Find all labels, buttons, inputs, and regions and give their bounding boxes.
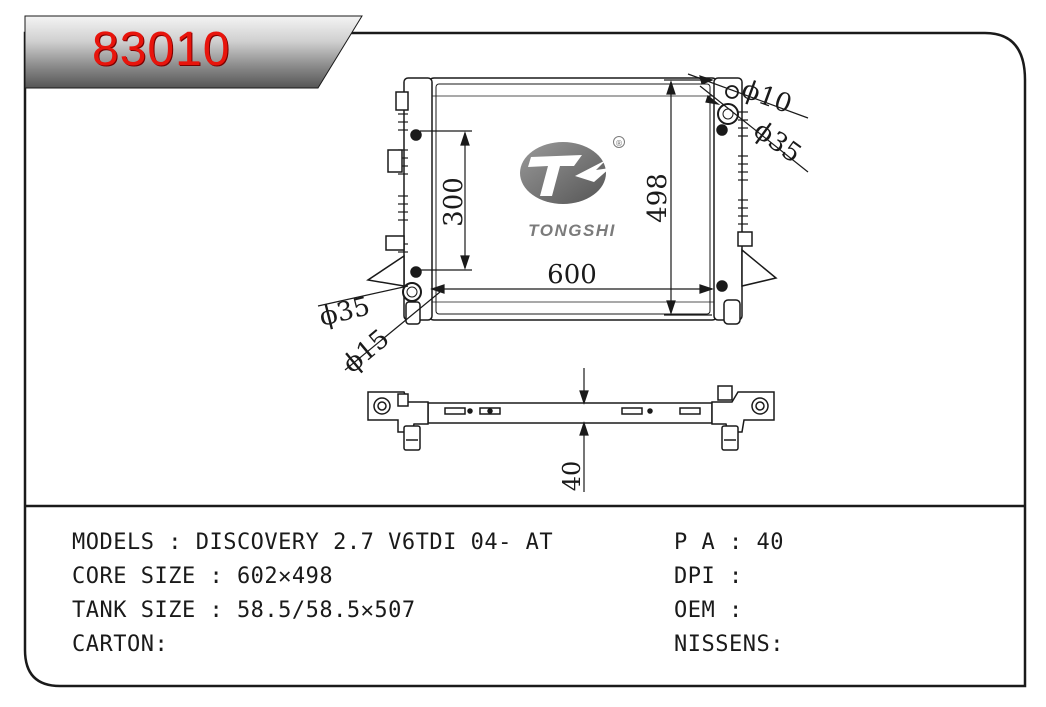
dim-300-label: 300 (439, 177, 469, 227)
dim-bottom-phi35-label: ϕ35 (316, 291, 373, 332)
spec-carton: CARTON: (72, 632, 169, 657)
dim-phi10-label: ϕ10 (738, 74, 796, 120)
spec-tank-size: TANK SIZE : 58.5/58.5✕507 (72, 598, 416, 623)
dim-40-label: 40 (558, 461, 586, 492)
part-number: 83010 (92, 23, 231, 76)
spec-models: MODELS : DISCOVERY 2.7 V6TDI 04- AT (72, 530, 554, 555)
spec-oem: OEM : (674, 598, 743, 623)
spec-core-size: CORE SIZE : 602✕498 (72, 564, 334, 589)
dim-phi15-label: ϕ15 (337, 324, 395, 380)
brand-name: TONGSHI (528, 221, 616, 240)
spec-dpi: DPI : (674, 564, 743, 589)
tongshi-logo (520, 136, 625, 204)
part-number-banner (24, 15, 363, 89)
spec-nissens: NISSENS: (674, 632, 784, 657)
radiator-bottom-view (367, 385, 775, 451)
dim-top-phi35-label: ϕ35 (748, 115, 807, 169)
outer-frame (23, 31, 1027, 688)
dim-498-label: 498 (643, 173, 673, 223)
depth-dimension (579, 368, 589, 492)
dimension-lines (317, 73, 809, 371)
spec-pa: P A : 40 (674, 530, 784, 555)
registered-mark: ® (615, 139, 623, 148)
dim-600-label: 600 (547, 260, 597, 290)
